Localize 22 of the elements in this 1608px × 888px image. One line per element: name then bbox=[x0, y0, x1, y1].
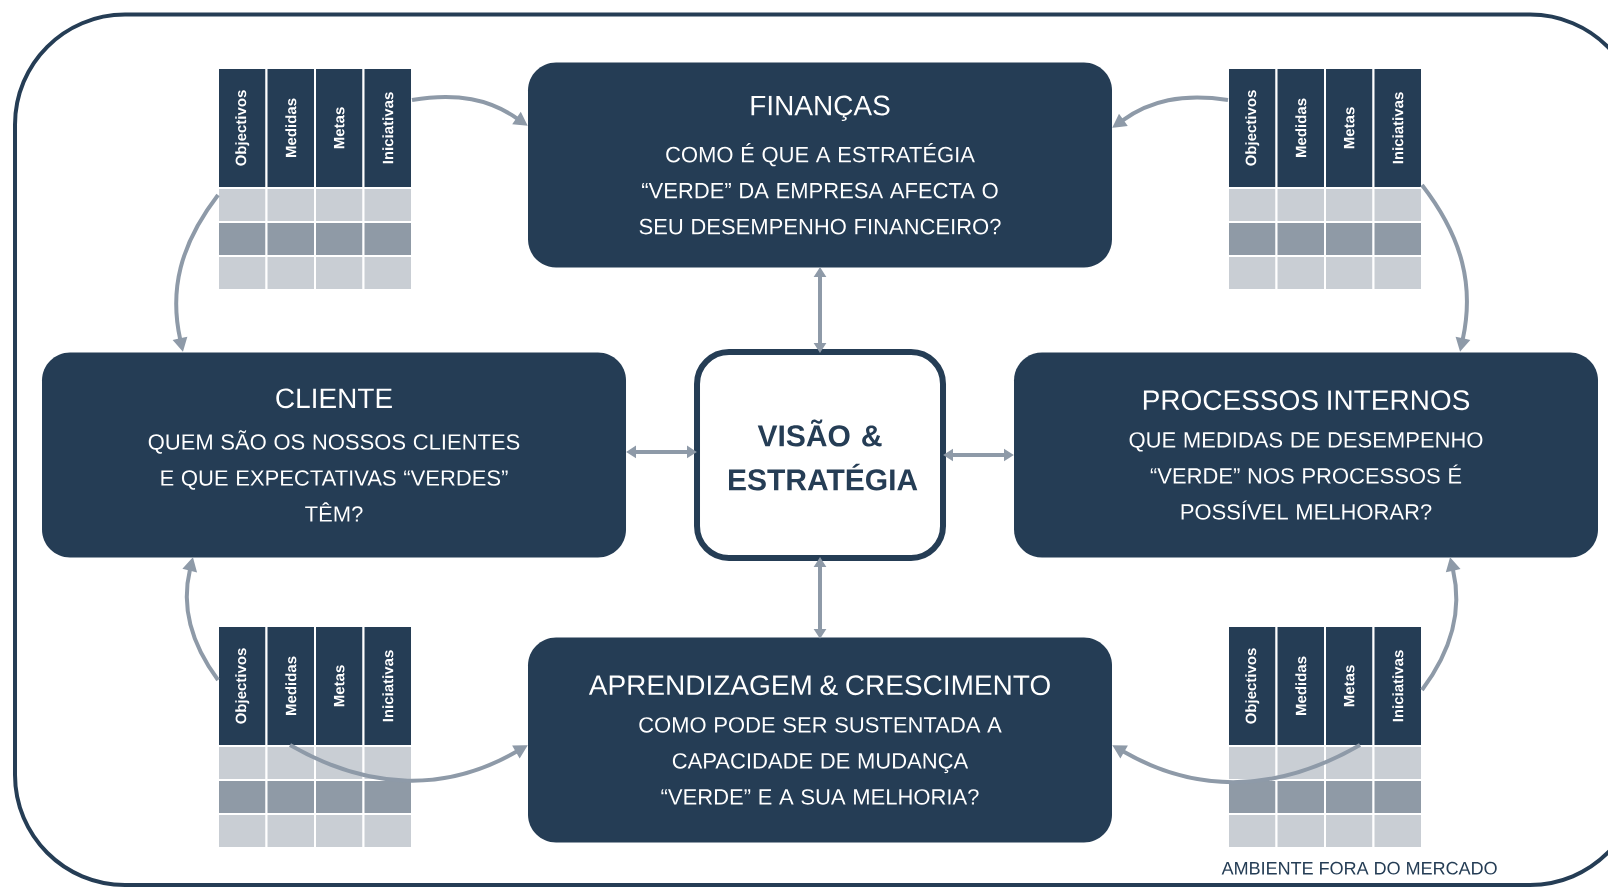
header-cell: Objectivos bbox=[1227, 67, 1278, 189]
header-cell: Metas bbox=[1324, 67, 1375, 189]
header-cell: Iniciativas bbox=[362, 625, 413, 747]
perspective-box: FINANÇAS COMO É QUE A ESTRATÉGIA “VERDE” DA EMPRESA AFECTA O SEU DESEMPENHO FINANCEIRO? bbox=[528, 62, 1112, 268]
header-cell: Iniciativas bbox=[1372, 625, 1423, 747]
header-cell: Metas bbox=[314, 625, 365, 747]
header-cell: Medidas bbox=[1275, 625, 1326, 747]
header-cell: Iniciativas bbox=[362, 67, 413, 189]
header-cell: Metas bbox=[1324, 625, 1375, 747]
perspective-box: APRENDIZAGEM & CRESCIMENTO COMO PODE SER SUSTENTADA A CAPACIDADE DE MUDANÇA “VERDE” E A SUA MELHORIA? bbox=[528, 637, 1112, 843]
center-box: VISÃO & ESTRATÉGIA bbox=[694, 349, 946, 561]
frame-label: AMBIENTE FORA DO MERCADO bbox=[1221, 861, 1497, 875]
header-cell: Objectivos bbox=[1227, 625, 1278, 747]
header-cell: Metas bbox=[314, 67, 365, 189]
header-cell: Medidas bbox=[1275, 67, 1326, 189]
header-cell: Medidas bbox=[265, 67, 316, 189]
header-cell: Medidas bbox=[265, 625, 316, 747]
perspective-box: PROCESSOS INTERNOS QUE MEDIDAS DE DESEMPENHO “VERDE” NOS PROCESSOS É POSSÍVEL MELHORAR? bbox=[1014, 352, 1598, 558]
header-cell: Objectivos bbox=[217, 625, 268, 747]
perspective-box: CLIENTE QUEM SÃO OS NOSSOS CLIENTES E QUE EXPECTATIVAS “VERDES” TÊM? bbox=[42, 352, 626, 558]
header-cell: Objectivos bbox=[217, 67, 268, 189]
header-cell: Iniciativas bbox=[1372, 67, 1423, 189]
